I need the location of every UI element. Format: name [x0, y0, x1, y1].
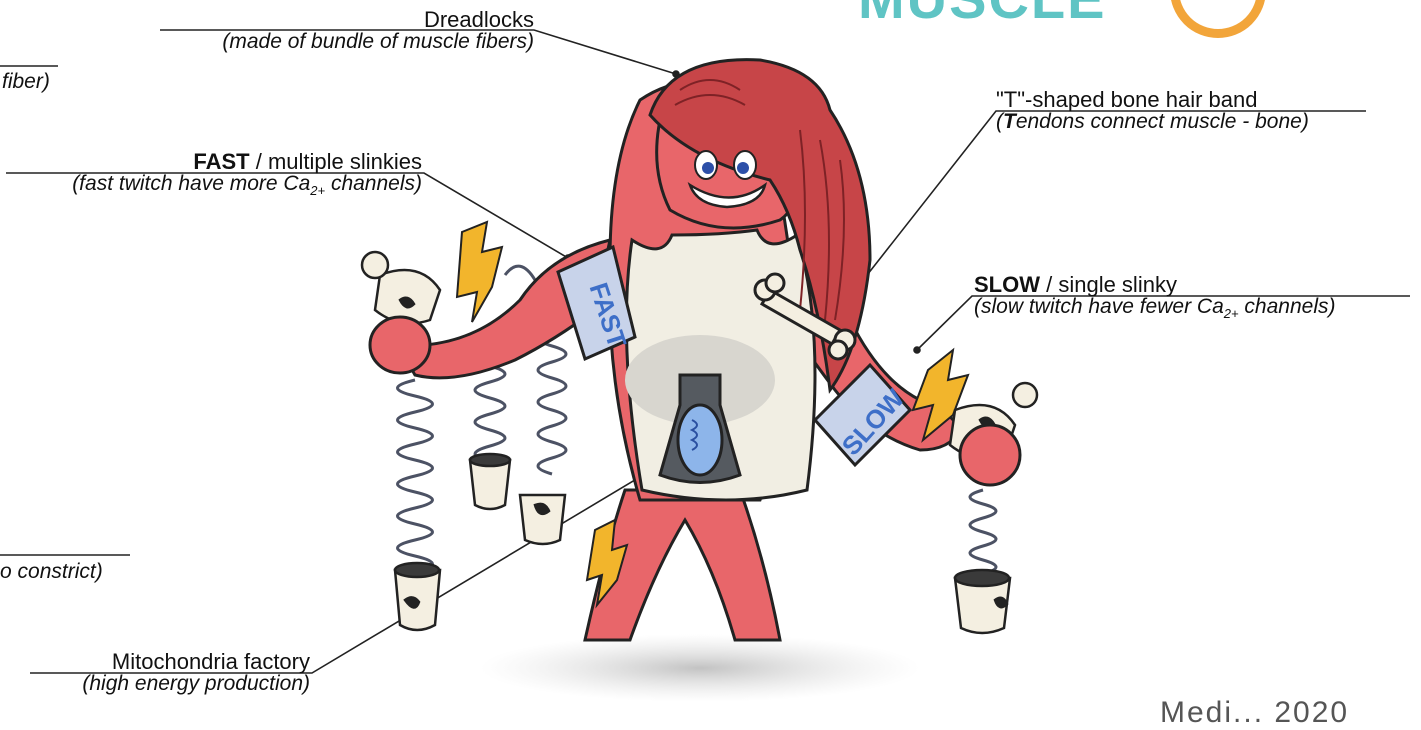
slow-title-bold: SLOW — [974, 272, 1040, 297]
mito-subtitle: (high energy production) — [28, 673, 310, 695]
mito-callout: Mitochondria factory (high energy produc… — [28, 650, 310, 695]
brand-wordmark: MUSCLE — [858, 0, 1106, 31]
fast-sub-post: channels) — [325, 172, 422, 195]
fiber-cut-label: fiber) — [2, 70, 50, 94]
tendon-subtitle: (Tendons connect muscle - bone) — [996, 111, 1309, 133]
fast-sub-sub: 2+ — [310, 183, 325, 198]
tendon-sub-rest: endons connect muscle - bone) — [1016, 110, 1309, 133]
fast-title-rest: / multiple slinkies — [250, 149, 422, 174]
footer-credit: Medi... 2020 — [1160, 696, 1349, 730]
slow-callout: SLOW / single slinky (slow twitch have f… — [974, 273, 1335, 321]
slow-sub-pre: (slow twitch have fewer Ca — [974, 295, 1224, 318]
tendon-title: "T"-shaped bone hair band — [996, 88, 1309, 111]
slow-title: SLOW / single slinky — [974, 273, 1335, 296]
slow-sub-sub: 2+ — [1224, 306, 1239, 321]
fast-subtitle: (fast twitch have more Ca2+ channels) — [4, 173, 422, 198]
tendon-sub-bold: T — [1003, 110, 1016, 133]
slow-subtitle: (slow twitch have fewer Ca2+ channels) — [974, 296, 1335, 321]
fast-callout: FAST / multiple slinkies (fast twitch ha… — [4, 150, 422, 198]
ground-shadow — [480, 634, 920, 702]
dreadlocks-title: Dreadlocks — [150, 8, 534, 31]
fast-title-bold: FAST — [193, 149, 249, 174]
constrict-cut-label: o constrict) — [0, 560, 103, 584]
mito-title: Mitochondria factory — [28, 650, 310, 673]
dreadlocks-callout: Dreadlocks (made of bundle of muscle fib… — [150, 8, 534, 53]
tendon-callout: "T"-shaped bone hair band (Tendons conne… — [996, 88, 1309, 133]
slow-sub-post: channels) — [1239, 295, 1336, 318]
fast-sub-pre: (fast twitch have more Ca — [72, 172, 310, 195]
tendon-sub-open: ( — [996, 110, 1003, 133]
dreadlocks-subtitle: (made of bundle of muscle fibers) — [150, 31, 534, 53]
slow-title-rest: / single slinky — [1040, 272, 1177, 297]
fast-title: FAST / multiple slinkies — [4, 150, 422, 173]
